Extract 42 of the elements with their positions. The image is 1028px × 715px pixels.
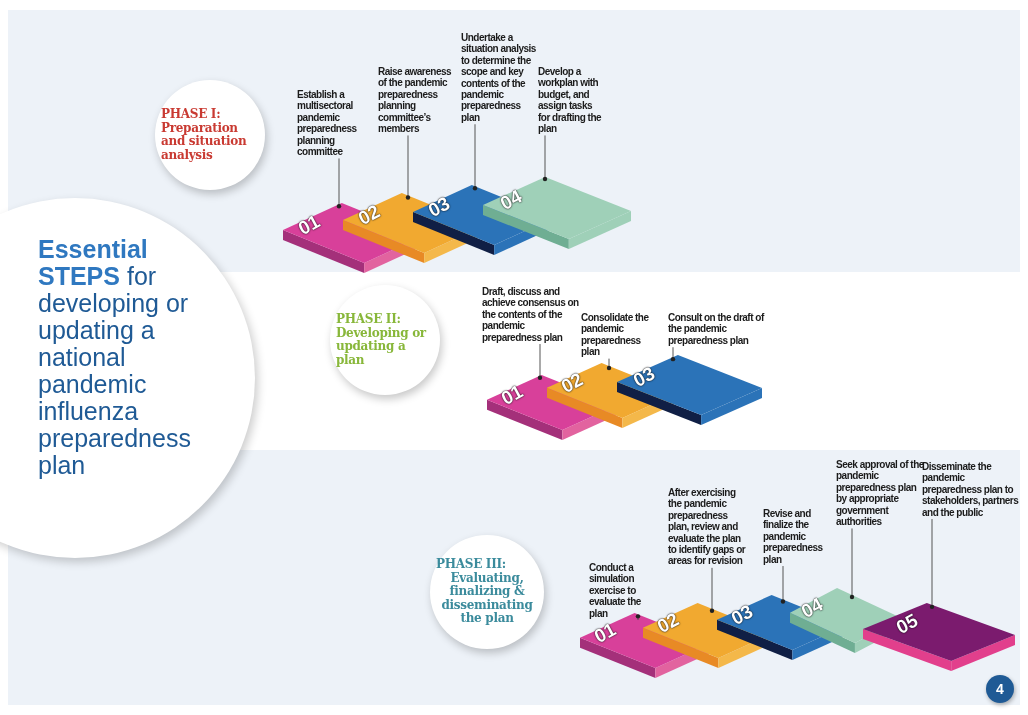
phase-name: Developing or updating a plan: [336, 326, 428, 367]
leader-line: [670, 346, 676, 362]
step-number: 03: [629, 362, 659, 392]
step-text: Develop a workplan with budget, and assign tasks for drafting the plan: [538, 66, 602, 135]
step-number: 03: [727, 600, 757, 630]
step-number: 03: [425, 192, 455, 222]
leader-line: [709, 567, 715, 613]
phase-heading: PHASE II:: [336, 313, 401, 327]
phase-heading: PHASE III:: [436, 558, 506, 572]
step-text: Consult on the draft of the pandemic preparedness plan: [668, 312, 776, 347]
step-number: 02: [557, 368, 587, 398]
leader-line: [780, 565, 786, 604]
phase-name: Preparation and situation analysis: [161, 121, 248, 162]
leader-line: [849, 527, 855, 600]
circle-text: Essential STEPS for developing or updating a national pandemic influenza preparedness plan: [38, 236, 192, 479]
step-text: Revise and finalize the pandemic preparedness plan: [763, 508, 835, 566]
step-number: 02: [355, 200, 385, 230]
step-number: 01: [295, 210, 325, 240]
step-text: Conduct a simulation exercise to evaluate the plan: [589, 562, 653, 620]
step-number: 04: [797, 593, 827, 623]
phase-name: Evaluating, finalizing & disseminating the plan: [440, 571, 534, 626]
step-number: 05: [892, 609, 922, 640]
step-number: 02: [653, 608, 683, 638]
leader-line: [537, 343, 543, 380]
leader-line: [606, 358, 612, 371]
leader-line: [929, 518, 935, 610]
leader-line: [635, 614, 641, 621]
phase-circle: [330, 285, 440, 395]
step-text: Establish a multisectoral pandemic preparedness planning committee: [297, 89, 371, 158]
step-number: 01: [590, 618, 620, 648]
step-text: After exercising the pandemic preparedness plan, review and evaluate the plan to identify gaps or areas for revision: [668, 487, 746, 567]
step-text: Consolidate the pandemic preparedness plan: [581, 312, 653, 358]
leader-line: [405, 134, 411, 200]
step-number: 04: [496, 185, 526, 215]
phase-heading: PHASE I:: [161, 108, 221, 122]
step-number: 01: [497, 380, 527, 410]
step-text: Raise awareness of the pandemic preparedness planning committee’s members: [378, 66, 452, 135]
step-text: Draft, discuss and achieve consensus on the contents of the pandemic preparedness plan: [482, 286, 580, 344]
step-text: Disseminate the pandemic preparedness plan to stakeholders, partners and the public: [922, 461, 1026, 519]
leader-line: [336, 157, 342, 209]
leader-line: [472, 123, 478, 191]
leader-line: [542, 134, 548, 182]
